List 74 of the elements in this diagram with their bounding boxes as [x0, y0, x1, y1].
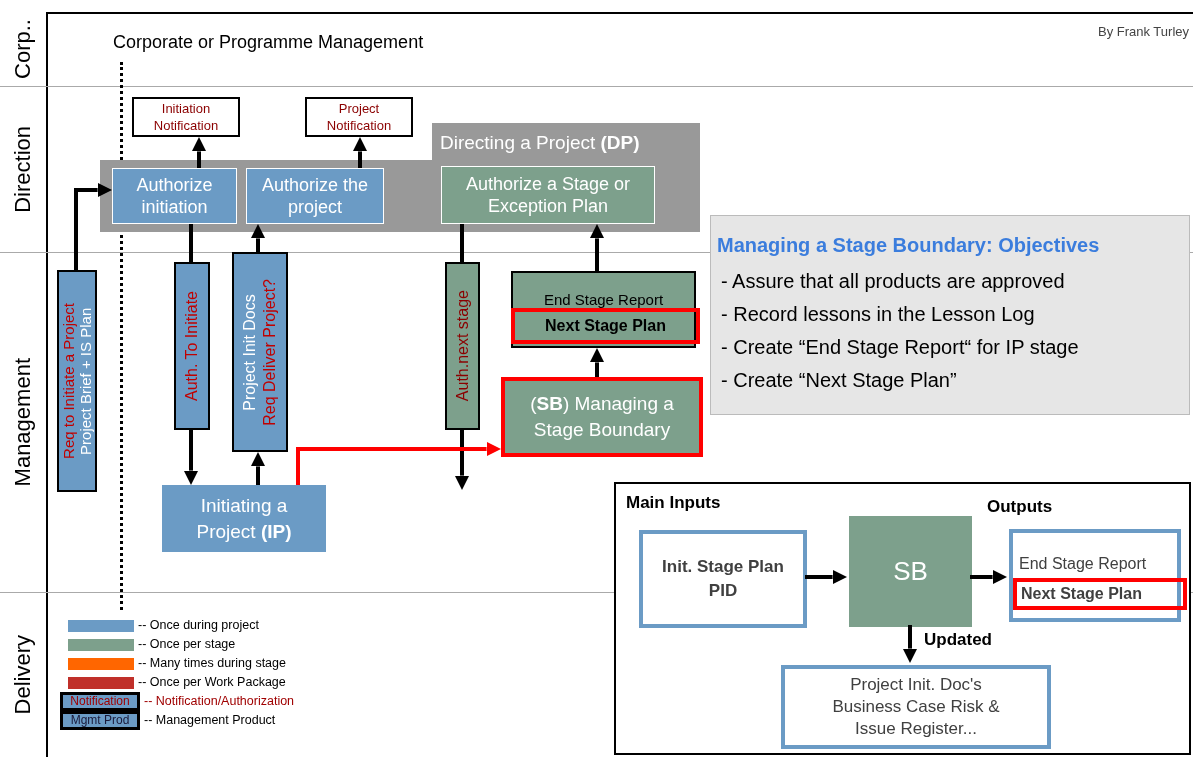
arrow [589, 224, 605, 271]
legend-label: -- Once during project [138, 617, 259, 635]
label: Next Stage Plan [545, 316, 666, 336]
product-box [174, 262, 210, 430]
heading: Main Inputs [626, 492, 721, 514]
arrow [970, 569, 1007, 585]
label: Initiating a Project (IP) [195, 493, 293, 544]
output-box [781, 665, 1051, 749]
arrow [250, 224, 266, 252]
objectives-panel [710, 215, 1190, 415]
label: Initiation Notification [152, 100, 220, 134]
legend-label: -- Notification/Authorization [144, 693, 295, 711]
legend-label: -- Many times during stage [138, 655, 286, 673]
label: Directing a Project (DP) [440, 131, 640, 155]
lane-label: Delivery [8, 634, 36, 715]
label: End Stage Report [1019, 554, 1147, 574]
legend-label: -- Once per Work Package [138, 674, 286, 692]
label: Authorize the project [260, 174, 370, 218]
heading: Managing a Stage Boundary: Objectives [717, 233, 1100, 258]
label: Project Notification [325, 100, 393, 134]
label: - Assure that all products are approved [720, 269, 1065, 294]
arrow [805, 569, 847, 585]
arrow [902, 625, 918, 663]
label: (SB) Managing a Stage Boundary [529, 392, 675, 442]
label: - Record lessons in the Lesson Log [720, 302, 1035, 327]
notification-box [132, 97, 240, 137]
highlight-box [511, 308, 700, 344]
legend-sample: Mgmt Prod [60, 711, 140, 730]
product-box [445, 262, 480, 430]
detail-panel [614, 482, 1191, 755]
legend-label: -- Management Product [144, 712, 276, 730]
lane-title: Corporate or Programme Management [113, 31, 424, 54]
label: Auth. To Initiate [182, 291, 201, 401]
arrow [296, 441, 501, 485]
label: Authorize a Stage or Exception Plan [464, 173, 632, 217]
arrow [454, 430, 470, 490]
highlight-box [1013, 578, 1187, 610]
label: Init. Stage Plan PID [661, 556, 785, 602]
legend-sample: Notification [60, 692, 140, 711]
heading: Project Init Docs [240, 293, 259, 411]
lane-label: Direction [8, 125, 36, 213]
label: SB [893, 555, 928, 588]
process-box [162, 485, 326, 552]
label: Outputs [987, 496, 1053, 518]
arrow [589, 348, 605, 377]
process-band [100, 123, 700, 232]
arrow [74, 182, 112, 270]
label: - Create “End Stage Report“ for IP stage [720, 335, 1079, 360]
label: Next Stage Plan [1021, 584, 1142, 604]
label: End Stage Report [543, 290, 664, 310]
label: Project Brief + IS Plan [77, 307, 94, 455]
process-box [441, 166, 655, 224]
process-box [246, 168, 384, 224]
label: Project Init. Doc's Business Case Risk & Issue Register... [831, 674, 1001, 740]
arrow [191, 137, 207, 168]
process-box [849, 516, 972, 627]
lane-label: Management [8, 357, 36, 487]
process-box [501, 377, 703, 457]
author-credit: By Frank Turley [1097, 23, 1189, 41]
label: Req Deliver Project? [260, 278, 279, 426]
product-box [57, 270, 97, 492]
label: - Create “Next Stage Plan” [720, 368, 957, 393]
process-box [112, 168, 237, 224]
lane-label: Corp.. [8, 19, 36, 79]
input-box [639, 530, 807, 628]
arrow [250, 452, 266, 485]
heading: Req to Initiate a Project [60, 303, 77, 459]
label: Authorize initiation [135, 174, 214, 218]
legend-label: -- Once per stage [138, 636, 236, 654]
label: Auth.next stage [452, 290, 472, 402]
arrow [183, 430, 199, 485]
arrow [352, 137, 368, 168]
notification-box [305, 97, 413, 137]
product-box [232, 252, 288, 452]
